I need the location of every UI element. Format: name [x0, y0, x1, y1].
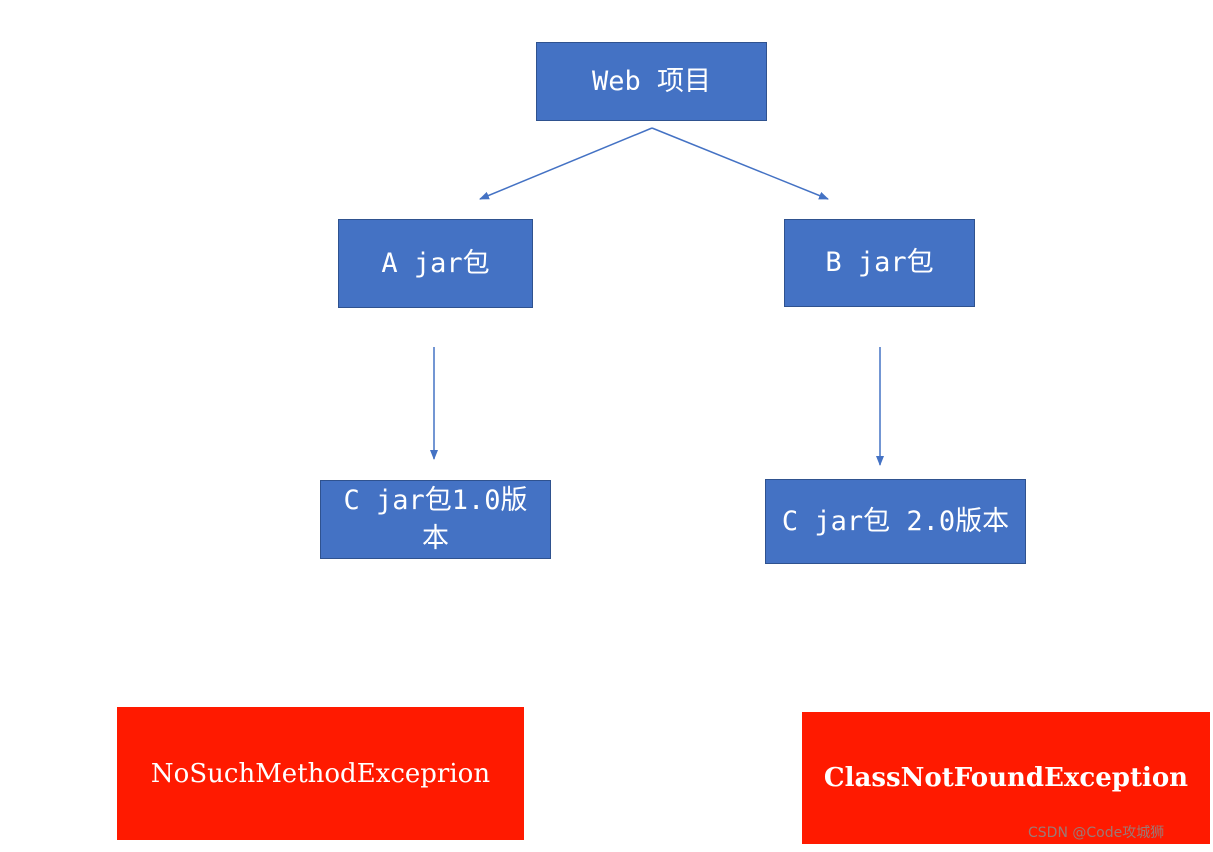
node-a-jar: A jar包 — [338, 219, 533, 308]
error-no-such-method-label: NoSuchMethodExceprion — [150, 758, 491, 789]
node-c-jar-v2: C jar包 2.0版本 — [765, 479, 1026, 564]
node-web-project: Web 项目 — [536, 42, 767, 121]
node-c-jar-v1: C jar包1.0版本 — [320, 480, 551, 559]
node-b-jar: B jar包 — [784, 219, 975, 307]
error-class-not-found-label: ClassNotFoundException — [823, 763, 1189, 793]
error-class-not-found: ClassNotFoundException — [802, 712, 1210, 844]
node-c-jar-v2-label: C jar包 2.0版本 — [781, 505, 1010, 537]
arrow-web-to-a — [479, 127, 653, 200]
node-a-jar-label: A jar包 — [381, 247, 490, 279]
watermark: CSDN @Code攻城狮 — [1028, 825, 1165, 841]
node-b-jar-label: B jar包 — [825, 247, 934, 278]
arrow-web-to-b — [651, 127, 829, 200]
node-c-jar-v1-label: C jar包1.0版本 — [343, 484, 528, 554]
node-web-project-label: Web 项目 — [591, 65, 712, 97]
error-no-such-method: NoSuchMethodExceprion — [117, 707, 524, 840]
